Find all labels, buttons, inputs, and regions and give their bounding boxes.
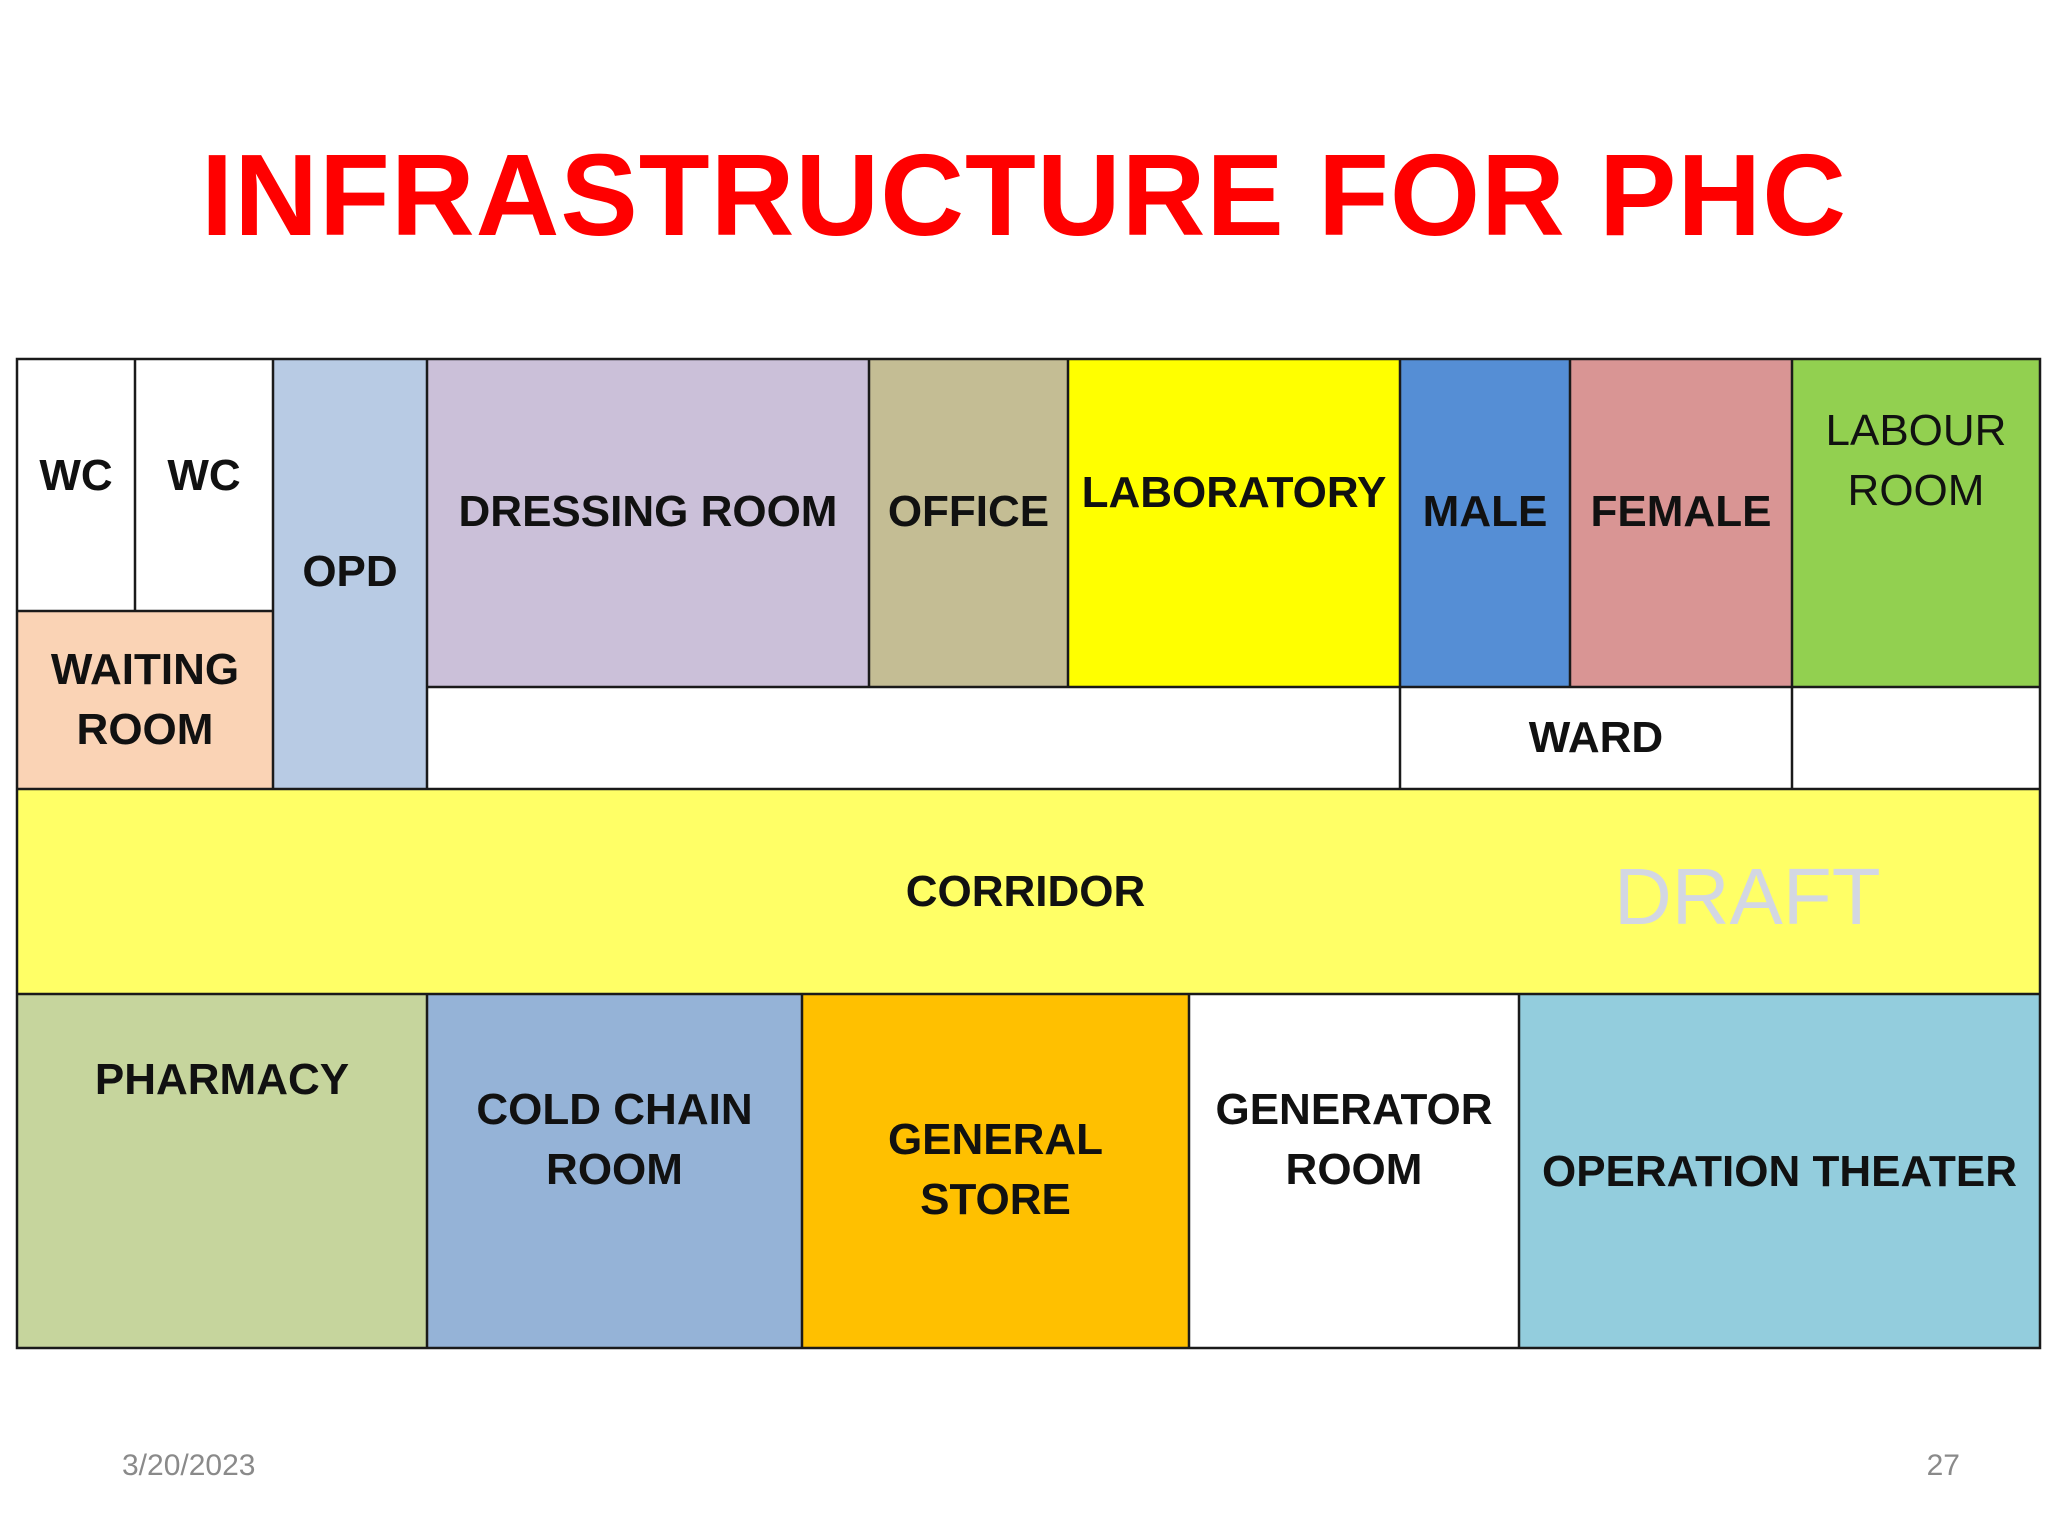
room-dressing-room-label: DRESSING ROOM (458, 487, 838, 536)
room-waiting-room: WAITING ROOM (17, 611, 273, 789)
room-opd-label: OPD (302, 547, 398, 596)
room-office-label: OFFICE (887, 487, 1050, 536)
ward-strip-right (1792, 687, 2040, 789)
draft-watermark: DRAFT (1614, 852, 1881, 941)
room-pharmacy: PHARMACY (17, 994, 427, 1348)
slide-title: INFRASTRUCTURE FOR PHC (201, 130, 1847, 260)
room-office: OFFICE (869, 359, 1068, 687)
room-operation-theater: OPERATION THEATER (1519, 994, 2040, 1348)
room-general-store-label: GENERAL STORE (887, 1115, 1104, 1224)
room-cold-chain-room-label-1: COLD CHAIN (476, 1085, 753, 1134)
room-ward: WARD (1400, 687, 1792, 789)
room-corridor-label: CORRIDOR (905, 866, 1146, 916)
footer-date: 3/20/2023 (122, 1449, 256, 1482)
room-laboratory: LABORATORY (1068, 359, 1400, 687)
room-labour-room-label-1: LABOUR (1825, 406, 2007, 455)
room-generator-room-label-1: GENERATOR (1215, 1085, 1493, 1134)
room-pharmacy-label: PHARMACY (94, 1055, 350, 1104)
room-labour-room-label-2: ROOM (1847, 466, 1985, 515)
room-female-label: FEMALE (1590, 487, 1772, 536)
room-waiting-room-label-2: ROOM (76, 705, 214, 754)
room-wc-1: WC (17, 359, 135, 611)
room-ward-label: WARD (1528, 713, 1664, 762)
room-wc-2: WC (135, 359, 273, 611)
room-labour-room: LABOUR ROOM (1792, 359, 2040, 687)
footer-page-number: 27 (1926, 1449, 1960, 1482)
room-laboratory-label: LABORATORY (1081, 468, 1387, 517)
room-wc-1-label: WC (39, 451, 113, 500)
room-general-store: GENERAL STORE (802, 994, 1189, 1348)
room-waiting-room-label-1: WAITING (50, 645, 240, 694)
room-male: MALE (1400, 359, 1570, 687)
room-generator-room-label-2: ROOM (1285, 1145, 1423, 1194)
room-cold-chain-room: COLD CHAIN ROOM (427, 994, 802, 1348)
room-operation-theater-label: OPERATION THEATER (1541, 1147, 2018, 1196)
room-dressing-room: DRESSING ROOM (427, 359, 869, 687)
room-opd: OPD (273, 359, 427, 789)
room-male-label: MALE (1422, 487, 1548, 536)
ward-strip-left (427, 687, 1400, 789)
room-female: FEMALE (1570, 359, 1792, 687)
room-generator-room: GENERATOR ROOM (1189, 994, 1519, 1348)
room-wc-2-label: WC (167, 451, 241, 500)
room-cold-chain-room-label-2: ROOM (546, 1145, 683, 1194)
